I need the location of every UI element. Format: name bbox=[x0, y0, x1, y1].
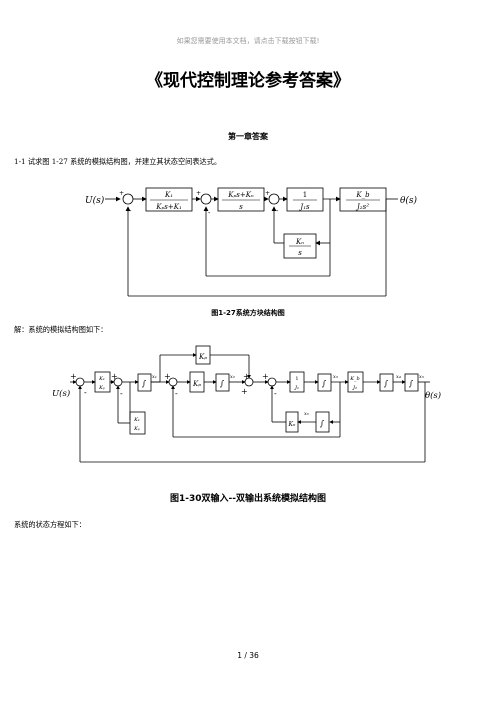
block4-num: K_b bbox=[355, 191, 370, 199]
f2-int-3: ∫ bbox=[322, 379, 327, 388]
f2-minus-3: - bbox=[175, 389, 178, 398]
block-3 bbox=[286, 187, 324, 212]
summing-junction-1 bbox=[122, 193, 134, 205]
page-number: 1 / 36 bbox=[237, 651, 259, 660]
f2-state-x4: x₄ bbox=[396, 374, 401, 380]
f2-int-4: ∫ bbox=[384, 379, 389, 388]
f2-integrator-2 bbox=[215, 373, 230, 392]
f2-plus-5: + bbox=[241, 387, 248, 396]
fig1-output-label: θ(s) bbox=[400, 195, 418, 206]
sign-plus-1: + bbox=[119, 190, 124, 197]
feedback-den: s bbox=[298, 249, 302, 257]
f2-integrator-4 bbox=[379, 373, 394, 392]
fig2-input-label: U(s) bbox=[52, 388, 70, 399]
chapter-heading: 第一章答案 bbox=[228, 132, 268, 141]
block-1 bbox=[145, 187, 193, 212]
problem-statement: 1-1 试求图 1-27 系统的模拟结构图，并建立其状态空间表达式。 bbox=[14, 157, 222, 166]
summing-junction-2 bbox=[200, 193, 212, 205]
f2-plus-1: + bbox=[70, 372, 77, 381]
block1-num: K₁ bbox=[164, 191, 173, 199]
f2-state-x3: x₃ bbox=[333, 374, 338, 380]
sign-minus-2: - bbox=[208, 209, 211, 217]
document-title: 《现代控制理论参考答案》 bbox=[146, 71, 350, 91]
f2-plus-6: + bbox=[262, 372, 269, 381]
f2-plus-4: + bbox=[243, 372, 250, 381]
f2-int-2: ∫ bbox=[220, 379, 225, 388]
header-download-note: 如果您需要使用本文档，请点击下载按钮下载! bbox=[176, 37, 320, 45]
f2-kbj2-num: K_b bbox=[349, 376, 359, 382]
block2-num: Kₚs+Kₙ bbox=[227, 191, 254, 199]
f2-int-1: ∫ bbox=[142, 379, 147, 388]
figure-2-simulation-diagram: U(s) θ(s) K₁ Kₚ K₁ Kₚ Kₚ Kₚ 1 J₁ K_b J₂ … bbox=[52, 345, 441, 463]
f2-plus-3: + bbox=[164, 372, 171, 381]
f2-top-kp: Kₚ bbox=[198, 353, 207, 361]
figure-2-caption: 图1-30双输入--双输出系统模拟结构图 bbox=[170, 494, 326, 504]
summing-junction-3 bbox=[268, 193, 280, 205]
f2-sum-1 bbox=[75, 377, 85, 387]
block3-den: J₁s bbox=[298, 203, 310, 211]
f2-state-x2: x₂ bbox=[230, 374, 235, 380]
solution-intro: 解：系统的模拟结构图如下： bbox=[14, 325, 108, 334]
f2-state-x5: x₅ bbox=[419, 374, 424, 380]
f2-minus-2: - bbox=[120, 389, 123, 398]
f2-state-x1: x₁ bbox=[152, 374, 157, 380]
block4-den: J₂s² bbox=[355, 203, 369, 211]
f2-invj1-den: J₁ bbox=[294, 385, 299, 391]
f2-minus-1: - bbox=[84, 388, 87, 397]
fig2-output-label: θ(s) bbox=[425, 390, 441, 401]
f2-int-5: ∫ bbox=[409, 379, 414, 388]
f2-kbj2-den: J₂ bbox=[352, 385, 357, 391]
f2-k1kp-den: Kₚ bbox=[98, 385, 105, 391]
f2-fwd-kp: Kₚ bbox=[192, 380, 201, 388]
f2-sum-5 bbox=[267, 377, 277, 387]
f2-k1kpfb-den: Kₚ bbox=[133, 426, 140, 432]
f2-k1kpfb-num: K₁ bbox=[133, 417, 140, 423]
block2-den: s bbox=[239, 203, 243, 211]
f2-integrator-1 bbox=[137, 373, 152, 392]
sign-minus-3: - bbox=[276, 207, 279, 215]
f2-integrator-3 bbox=[317, 373, 332, 392]
block1-den: Kₚs+K₁ bbox=[155, 203, 182, 211]
feedback-block bbox=[283, 233, 317, 259]
f2-minus-4: - bbox=[274, 389, 277, 398]
figure-1-block-diagram: U(s) θ(s) K₁ Kₚs+K₁ Kₚs+Kₙ s 1 J₁s K_b J… bbox=[85, 187, 418, 297]
sign-plus-2: + bbox=[196, 190, 201, 197]
f2-k1kp-num: K₁ bbox=[98, 376, 105, 382]
f2-state-x6: x₆ bbox=[304, 411, 309, 417]
state-equation-intro: 系统的状态方程如下： bbox=[14, 520, 86, 529]
f2-kn: Kₙ bbox=[288, 421, 296, 428]
f2-int-6: ∫ bbox=[320, 419, 325, 428]
f2-invj1-num: 1 bbox=[295, 376, 298, 382]
figure-1-caption: 图1-27系统方块结构图 bbox=[211, 309, 285, 317]
block3-num: 1 bbox=[303, 191, 307, 199]
f2-plus-2: + bbox=[111, 372, 118, 381]
sign-plus-3: + bbox=[265, 190, 270, 197]
f2-integrator-5 bbox=[404, 373, 419, 392]
feedback-num: Kₙ bbox=[295, 238, 304, 246]
fig1-input-label: U(s) bbox=[85, 195, 105, 206]
sign-minus-1: - bbox=[129, 207, 132, 215]
